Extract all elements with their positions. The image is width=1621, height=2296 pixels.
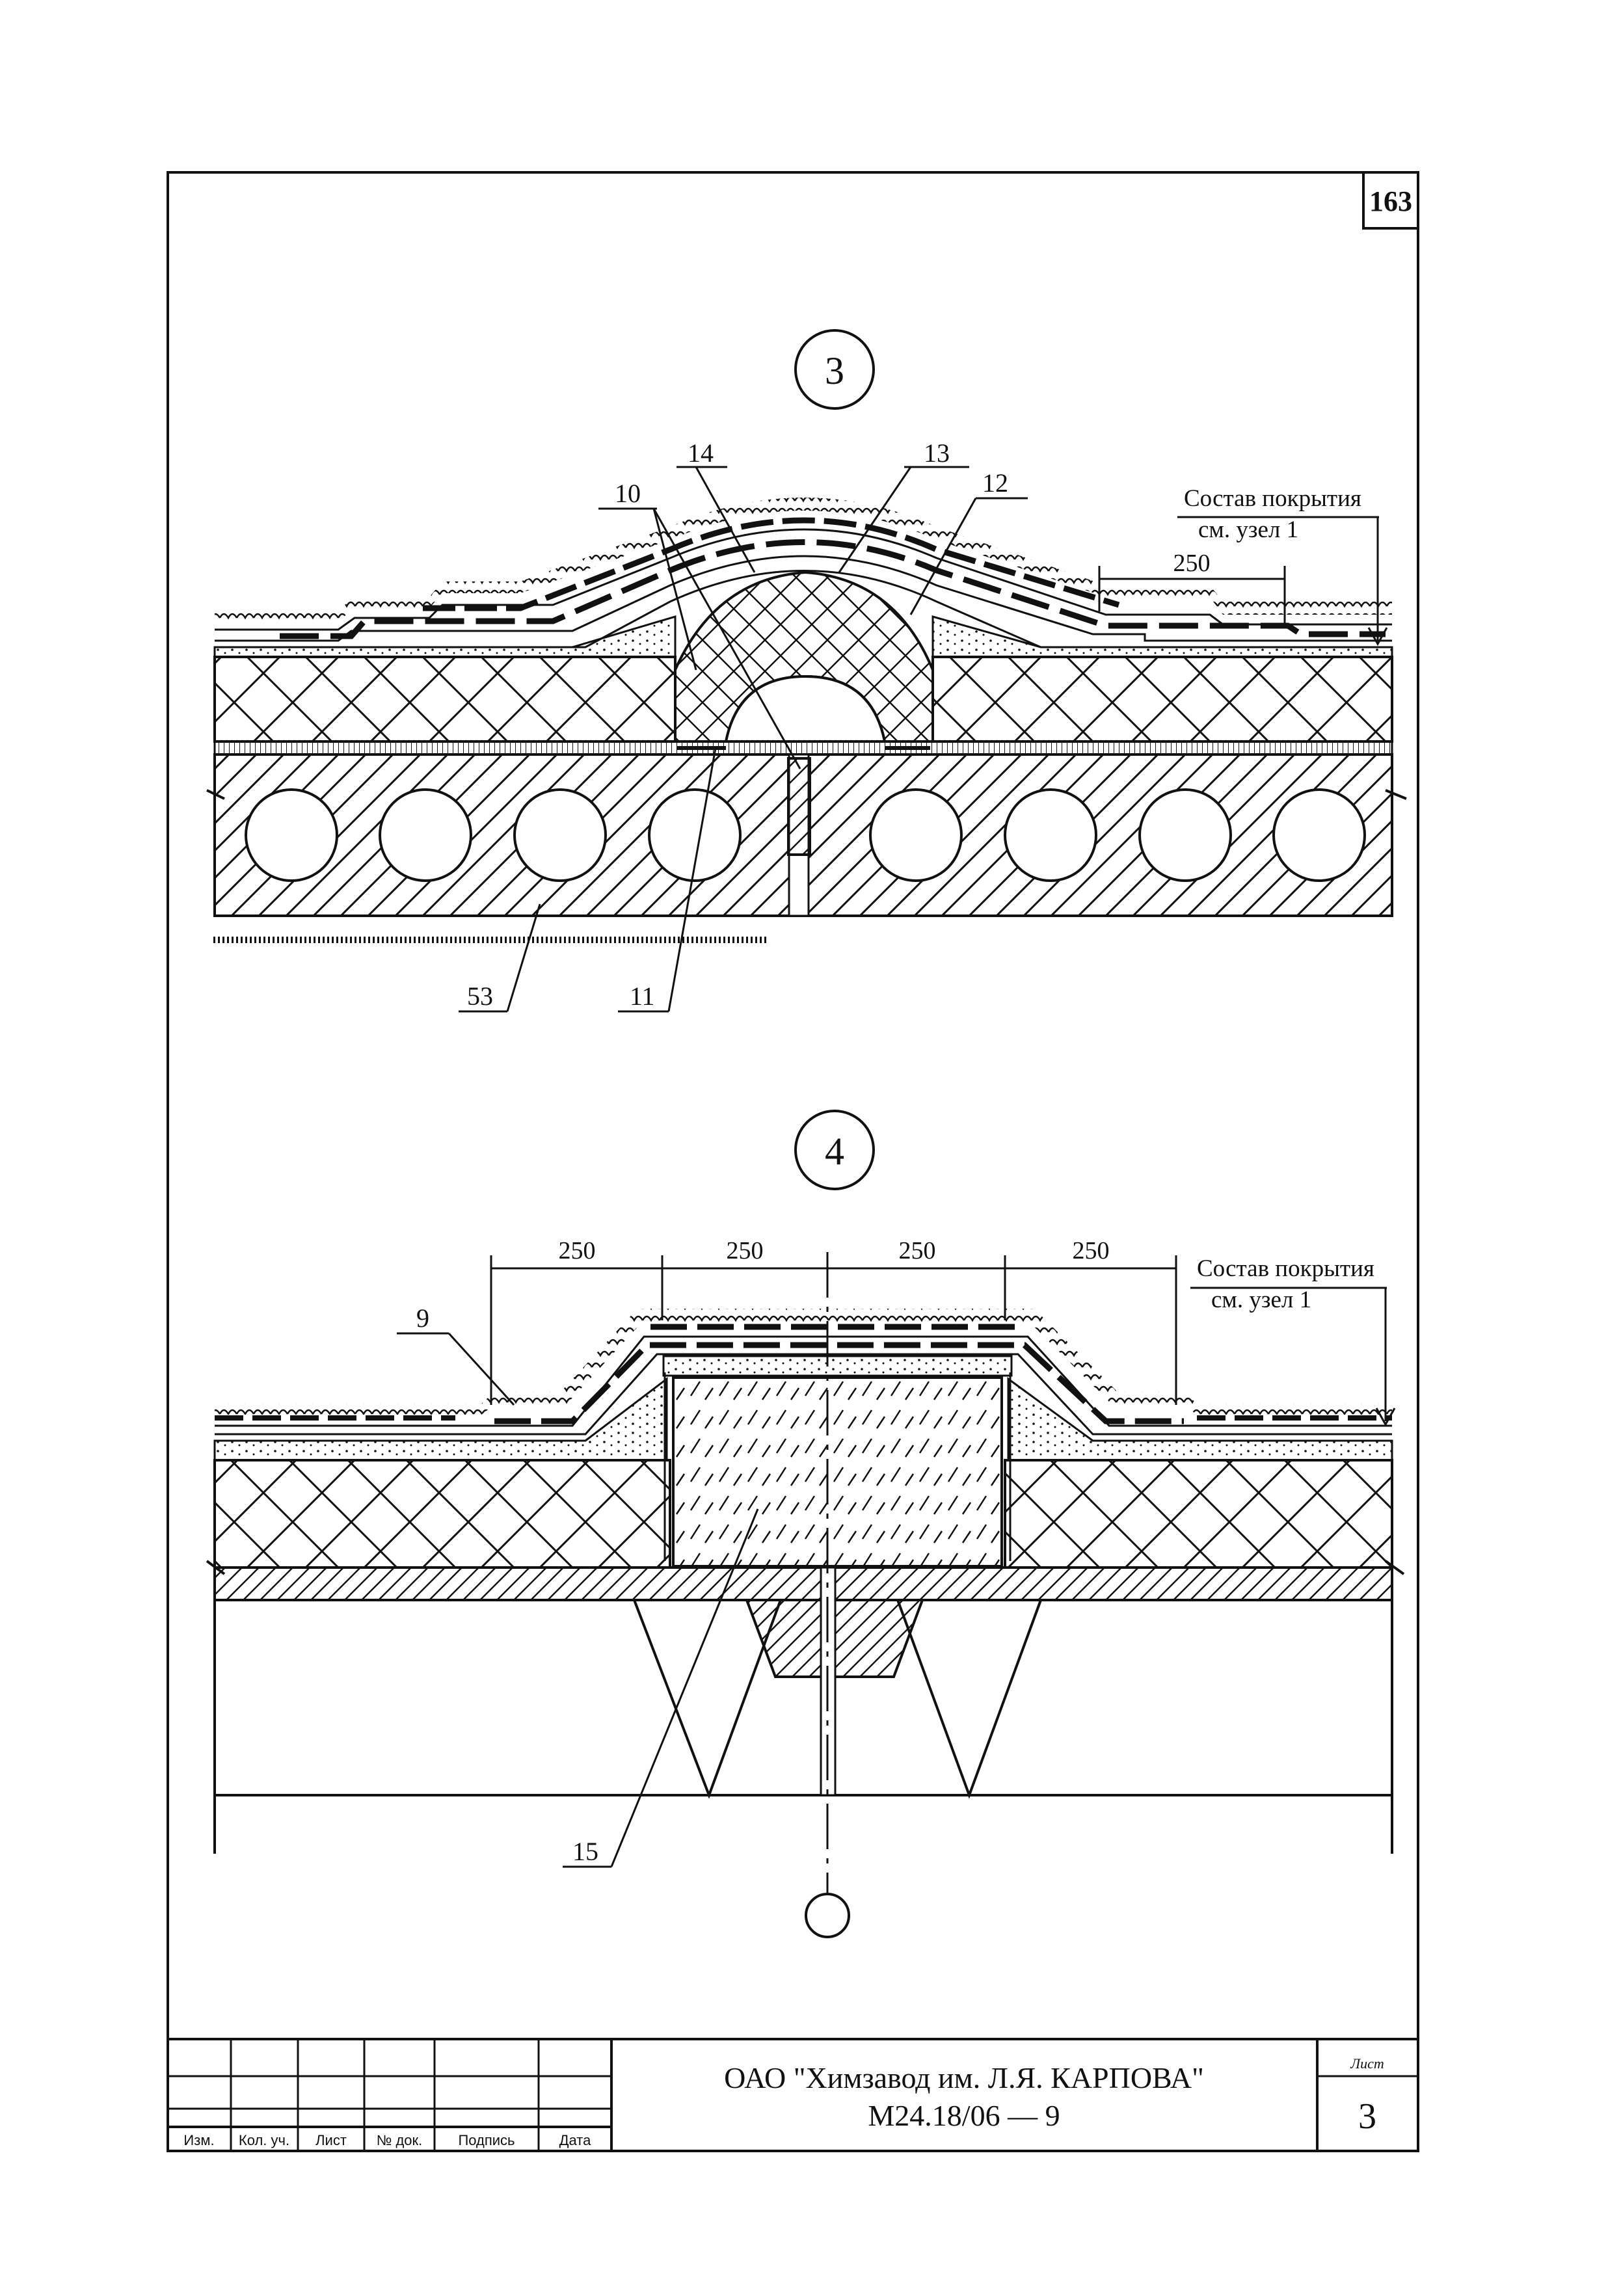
rib-right: [896, 1599, 1042, 1799]
dim-label-2: 250: [727, 1237, 764, 1264]
protective-gravel-4: [215, 1309, 1392, 1415]
callout-10-leader-b: [652, 508, 697, 671]
base-slab-top: [213, 1566, 1393, 1601]
axis-marker: [805, 1893, 850, 1938]
callout-12-leader: [909, 498, 977, 615]
col-signature: Подпись: [458, 2132, 515, 2148]
protective-gravel: [215, 498, 1392, 621]
document-code: М24.18/06 — 9: [868, 2099, 1060, 2132]
membrane-line-3: [215, 528, 1392, 631]
membrane-heavy-layer: [280, 539, 1386, 639]
col-izm: Изм.: [183, 2132, 214, 2148]
node-4-marker: [794, 1110, 875, 1190]
coating-note-4-line2: см. узел 1: [1211, 1287, 1311, 1313]
callout-14-leader: [695, 466, 756, 573]
node-4-detail: 4: [206, 1110, 1405, 1938]
screed-left-4: [213, 1376, 668, 1462]
callout-11: 11: [630, 981, 655, 1011]
compensator-void: [724, 674, 887, 743]
slab-break-line-right: [1385, 789, 1407, 800]
sheet-value: 3: [1358, 2096, 1376, 2137]
callout-11-leader: [667, 747, 717, 1012]
coating-note-arrow: [1367, 627, 1388, 647]
mineral-wool-insert: [672, 1376, 1003, 1568]
page-number: 163: [1369, 185, 1412, 217]
membrane-4-line2: [215, 1335, 1392, 1427]
dim-label-4: 250: [1073, 1237, 1110, 1264]
callout-12: 12: [982, 468, 1008, 498]
node-3-marker-label: 3: [825, 349, 844, 392]
sheet-label: Лист: [1350, 2055, 1384, 2072]
col-doc-no: № док.: [377, 2132, 423, 2148]
dim-label-1: 250: [559, 1237, 596, 1264]
col-list: Лист: [315, 2132, 347, 2148]
insulation-right: [931, 656, 1393, 743]
callout-14: 14: [688, 438, 714, 468]
joint-filler: [787, 757, 811, 856]
callout-13-leader: [838, 466, 912, 573]
page-number-box: [1362, 171, 1419, 230]
callout-15-leader: [610, 1508, 759, 1867]
node-3-marker: [794, 329, 875, 410]
coating-note-4-arrow: [1375, 1408, 1396, 1427]
revision-grid: [168, 2039, 611, 2151]
membrane-4-heavy: [494, 1342, 1184, 1424]
coating-note-4-line1: Состав покрытия: [1197, 1255, 1374, 1282]
coating-note-line2: см. узел 1: [1198, 516, 1298, 543]
title-block: Изм. Кол. уч. Лист № док. Подпись Дата О…: [167, 2038, 1419, 2152]
dim-250-label: 250: [1173, 550, 1211, 577]
node-3-detail: 3: [206, 329, 1407, 1013]
organization-title: ОАО "Химзавод им. Л.Я. КАРПОВА": [724, 2061, 1204, 2094]
screed-right-4: [1007, 1377, 1393, 1462]
col-kol-uch: Кол. уч.: [239, 2132, 289, 2148]
callout-13: 13: [924, 438, 950, 468]
col-date: Дата: [559, 2132, 591, 2148]
callout-53: 53: [467, 981, 493, 1011]
membrane-line-1: [215, 570, 1392, 648]
callout-53-leader: [506, 903, 541, 1012]
callout-9-leader: [448, 1332, 515, 1406]
insulation-left: [213, 656, 677, 743]
membrane-line-2: [215, 555, 1392, 642]
membrane-heavy-layer-2: [423, 517, 1120, 611]
node-4-marker-label: 4: [825, 1130, 844, 1173]
slab-break-line-left: [206, 789, 225, 800]
callout-10: 10: [615, 479, 641, 508]
title-block-frame: [167, 2038, 1419, 2152]
vapor-barrier-strip: [213, 740, 1393, 756]
callout-10-leader-a: [652, 508, 801, 769]
insulation-left-4: [213, 1459, 671, 1569]
insulation-right-4: [1004, 1459, 1393, 1569]
sheet-frame: [167, 171, 1419, 2152]
coating-note-line1: Состав покрытия: [1184, 485, 1361, 512]
dim-label-3: 250: [899, 1237, 936, 1264]
screed-top-4: [662, 1355, 1013, 1377]
callout-9: 9: [416, 1303, 429, 1333]
callout-15: 15: [572, 1837, 598, 1866]
rib-left: [633, 1599, 782, 1799]
slab-voids: [245, 788, 1366, 882]
membrane-4-line1: [215, 1353, 1392, 1435]
